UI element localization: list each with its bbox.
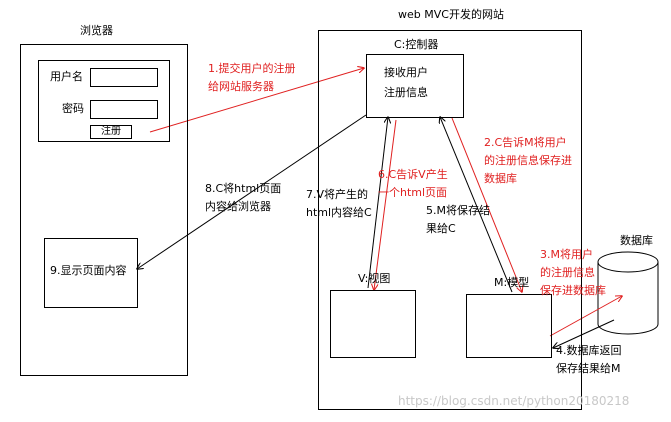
step7-line2: html内容给C [306,206,372,219]
step2-line2: 的注册信息保存进 [484,154,572,167]
step6-line1: 6.C告诉V产生 [378,168,448,181]
arrow-step2 [451,117,522,292]
arrow-step8 [137,114,367,269]
password-label: 密码 [62,102,84,115]
browser-title: 浏览器 [80,24,113,37]
username-input[interactable] [90,68,158,87]
step5-line1: 5.M将保存结 [426,204,490,217]
arrow-step1 [149,68,364,133]
display-box-label: 9.显示页面内容 [50,264,127,277]
controller-box-line2: 注册信息 [384,86,428,99]
model-label: M:模型 [494,276,530,289]
arrow-step6 [374,119,397,290]
password-input[interactable] [90,100,158,119]
arrow-step5 [440,117,513,293]
step6-line2: 一个html页面 [378,186,448,199]
step3-line2: 的注册信息 [540,266,595,279]
step2-line1: 2.C告诉M将用户 [484,136,567,149]
browser-frame [20,44,188,376]
view-label: V:视图 [358,272,391,285]
step8-line1: 8.C将html页面 [205,182,282,195]
arrow-step4 [553,319,615,348]
register-form [38,60,170,142]
step4-line2: 保存结果给M [556,362,621,375]
website-frame [318,30,582,410]
step5-line2: 果给C [426,222,456,235]
step3-line1: 3.M将用户 [540,248,593,261]
step1-line1: 1.提交用户的注册 [208,62,296,75]
watermark: https://blog.csdn.net/python20180218 [398,394,630,408]
controller-box [366,54,464,118]
view-box [330,290,416,358]
database-label: 数据库 [620,234,653,247]
step8-line2: 内容给浏览器 [205,200,271,213]
step3-line3: 保存进数据库 [540,284,606,297]
step1-line2: 给网站服务器 [208,80,274,93]
model-box [466,294,552,358]
step7-line1: 7.V将产生的 [306,188,369,201]
register-button[interactable]: 注册 [90,125,132,139]
controller-label: C:控制器 [394,38,439,51]
username-label: 用户名 [50,70,83,83]
website-title: web MVC开发的网站 [398,8,504,21]
arrow-step3 [549,296,622,337]
controller-box-line1: 接收用户 [384,66,428,79]
arrow-step7 [367,117,388,289]
database-icon [597,251,659,335]
step2-line3: 数据库 [484,172,517,185]
step4-line1: 4.数据库返回 [556,344,622,357]
display-box [44,238,138,308]
